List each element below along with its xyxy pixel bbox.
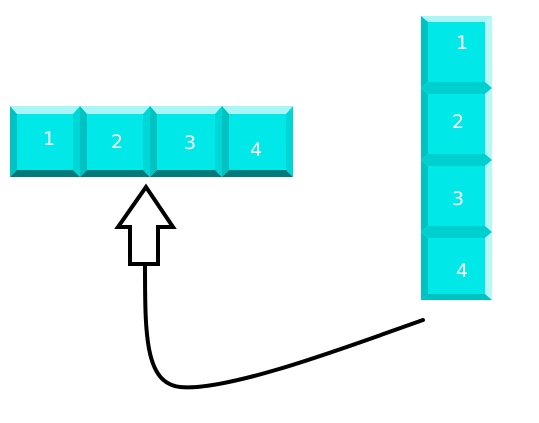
h-tile-4-bottom-bevel: [222, 170, 293, 177]
h-tile-4-top-bevel: [222, 106, 293, 114]
h-tile-3-top-bevel: [150, 106, 222, 114]
h-tile-2: 2: [80, 106, 150, 177]
v-tile-1-top-bevel: [421, 16, 492, 22]
v-tile-4-label: 4: [456, 260, 468, 282]
v-tile-2-top-bevel: [421, 88, 492, 94]
v-tile-3-left-bevel: [421, 160, 428, 232]
h-tile-4-face: [229, 114, 286, 170]
h-tile-3-face: [157, 114, 215, 170]
v-tile-1-left-bevel: [421, 16, 428, 88]
h-tile-1-right-bevel: [73, 106, 80, 177]
v-tile-3-bottom-bevel: [421, 226, 492, 232]
v-tile-3-label: 3: [452, 188, 464, 210]
h-tile-1-face: [17, 114, 73, 170]
h-tile-1-top-bevel: [10, 106, 80, 114]
h-tile-1-left-bevel: [10, 106, 17, 177]
h-tile-3-right-bevel: [215, 106, 222, 177]
h-tile-3-bottom-bevel: [150, 170, 222, 177]
up-arrow-icon: [114, 183, 177, 266]
h-tile-1: 1: [10, 106, 80, 177]
v-tile-3: 3: [421, 160, 492, 232]
v-tile-3-top-bevel: [421, 160, 492, 166]
h-tile-2-left-bevel: [80, 106, 87, 177]
v-tile-4-bottom-bevel: [421, 294, 492, 300]
v-tile-4-top-bevel: [421, 232, 492, 238]
v-tile-2-bottom-bevel: [421, 154, 492, 160]
h-tile-4-right-bevel: [286, 106, 293, 177]
v-tile-2-face: [428, 94, 485, 154]
h-tile-3-label: 3: [184, 132, 196, 154]
h-tile-2-face: [87, 114, 143, 170]
v-tile-4-face: [428, 238, 485, 294]
v-tile-4-right-edge: [485, 232, 492, 300]
v-tile-2-left-bevel: [421, 88, 428, 160]
v-tile-4-left-bevel: [421, 232, 428, 300]
v-tile-3-right-edge: [485, 160, 492, 232]
h-tile-2-bottom-bevel: [80, 170, 150, 177]
h-tile-4: 4: [222, 106, 293, 177]
v-tile-1: 1: [421, 16, 492, 88]
v-tile-1-face: [428, 22, 485, 82]
v-tile-2: 2: [421, 88, 492, 160]
h-tile-1-label: 1: [43, 128, 55, 150]
v-tile-1-label: 1: [456, 32, 468, 54]
h-tile-4-left-bevel: [222, 106, 229, 177]
h-tile-3: 3: [150, 106, 222, 177]
v-tile-4: 4: [421, 232, 492, 300]
v-tile-2-right-edge: [485, 88, 492, 160]
curved-connector-line: [143, 262, 425, 390]
v-tile-1-right-edge: [485, 16, 492, 88]
h-tile-4-label: 4: [250, 139, 262, 161]
h-tile-3-left-bevel: [150, 106, 157, 177]
horizontal-tile-strip: 1 2 3 4: [10, 106, 293, 177]
h-tile-1-bottom-bevel: [10, 170, 80, 177]
h-tile-2-label: 2: [111, 131, 123, 153]
h-tile-2-top-bevel: [80, 106, 150, 114]
vertical-tile-strip: 1 2 3 4: [421, 16, 492, 300]
v-tile-1-bottom-bevel: [421, 82, 492, 88]
h-tile-2-right-bevel: [143, 106, 150, 177]
v-tile-3-face: [428, 166, 485, 226]
v-tile-2-label: 2: [452, 111, 464, 133]
